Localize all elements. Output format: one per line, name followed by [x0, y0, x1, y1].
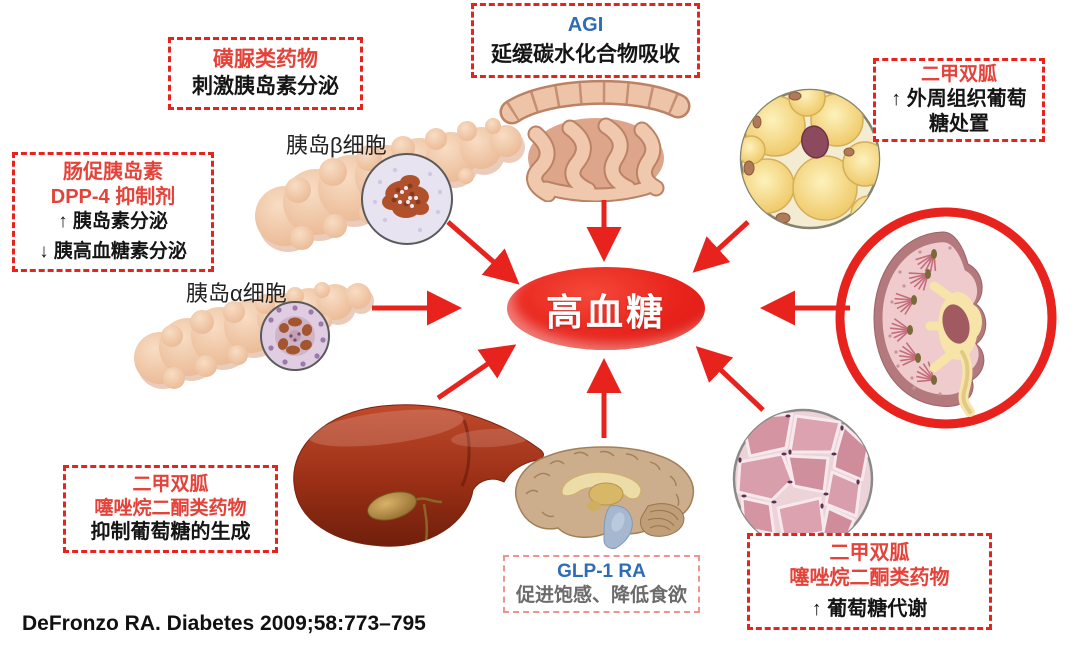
brain-icon [515, 446, 695, 549]
box-agi-title: AGI [567, 14, 604, 37]
box-incretin-title-2: DPP-4 抑制剂 [50, 185, 176, 208]
kidney-icon [835, 207, 1057, 429]
hyperglycemia-label: 高血糖 [546, 291, 666, 333]
box-muscle-title-1: 二甲双胍 [829, 541, 910, 564]
box-sulfonylurea: 磺脲类药物 刺激胰岛素分泌 [168, 37, 363, 110]
box-sulfonylurea-body: 刺激胰岛素分泌 [192, 74, 339, 98]
box-glp1-body: 促进饱感、降低食欲 [515, 585, 687, 606]
box-metformin-tzd-muscle: 二甲双胍 噻唑烷二酮类药物 ↑ 葡萄糖代谢 [747, 533, 992, 630]
box-incretin-dpp4: 肠促胰岛素 DPP-4 抑制剂 ↑ 胰岛素分泌 ↓ 胰高血糖素分泌 [12, 152, 214, 272]
citation-text: DeFronzo RA. Diabetes 2009;58:773–795 [22, 612, 426, 635]
box-liver-title-2: 噻唑烷二酮类药物 [94, 497, 247, 519]
hyperglycemia-center: 高血糖 [507, 267, 705, 350]
alpha-cell-label: 胰岛α细胞 [186, 281, 287, 306]
beta-cell-label: 胰岛β细胞 [286, 133, 387, 158]
box-agi: AGI 延缓碳水化合物吸收 [471, 3, 700, 78]
box-muscle-body: ↑ 葡萄糖代谢 [811, 598, 928, 621]
box-metformin-adipose-title: 二甲双胍 [920, 64, 997, 86]
muscle-tissue-icon [732, 408, 874, 550]
box-metformin-adipose: 二甲双胍 ↑ 外周组织葡萄糖处置 [873, 58, 1045, 142]
box-sulfonylurea-title: 磺脲类药物 [213, 48, 318, 72]
arrow-muscle-to-center [695, 346, 765, 412]
box-incretin-body-1: ↑ 胰岛素分泌 [58, 210, 168, 232]
box-metformin-tzd-liver: 二甲双胍 噻唑烷二酮类药物 抑制葡萄糖的生成 [63, 465, 278, 553]
box-agi-body: 延缓碳水化合物吸收 [491, 42, 680, 66]
beta-cell-histology-icon [361, 153, 453, 245]
box-liver-title-1: 二甲双胍 [132, 474, 209, 496]
box-incretin-body-2: ↓ 胰高血糖素分泌 [39, 241, 187, 263]
adipose-tissue-icon [739, 88, 881, 230]
intestine-icon [499, 79, 691, 202]
box-glp1-ra: GLP-1 RA 促进饱感、降低食欲 [503, 555, 700, 613]
alpha-cell-histology-icon [260, 301, 330, 371]
box-muscle-title-2: 噻唑烷二酮类药物 [789, 566, 950, 589]
box-glp1-title: GLP-1 RA [557, 561, 646, 583]
liver-icon [293, 404, 544, 547]
box-incretin-title-1: 肠促胰岛素 [63, 161, 163, 184]
box-liver-body: 抑制葡萄糖的生成 [90, 521, 251, 544]
box-metformin-adipose-body: ↑ 外周组织葡萄糖处置 [891, 87, 1027, 135]
